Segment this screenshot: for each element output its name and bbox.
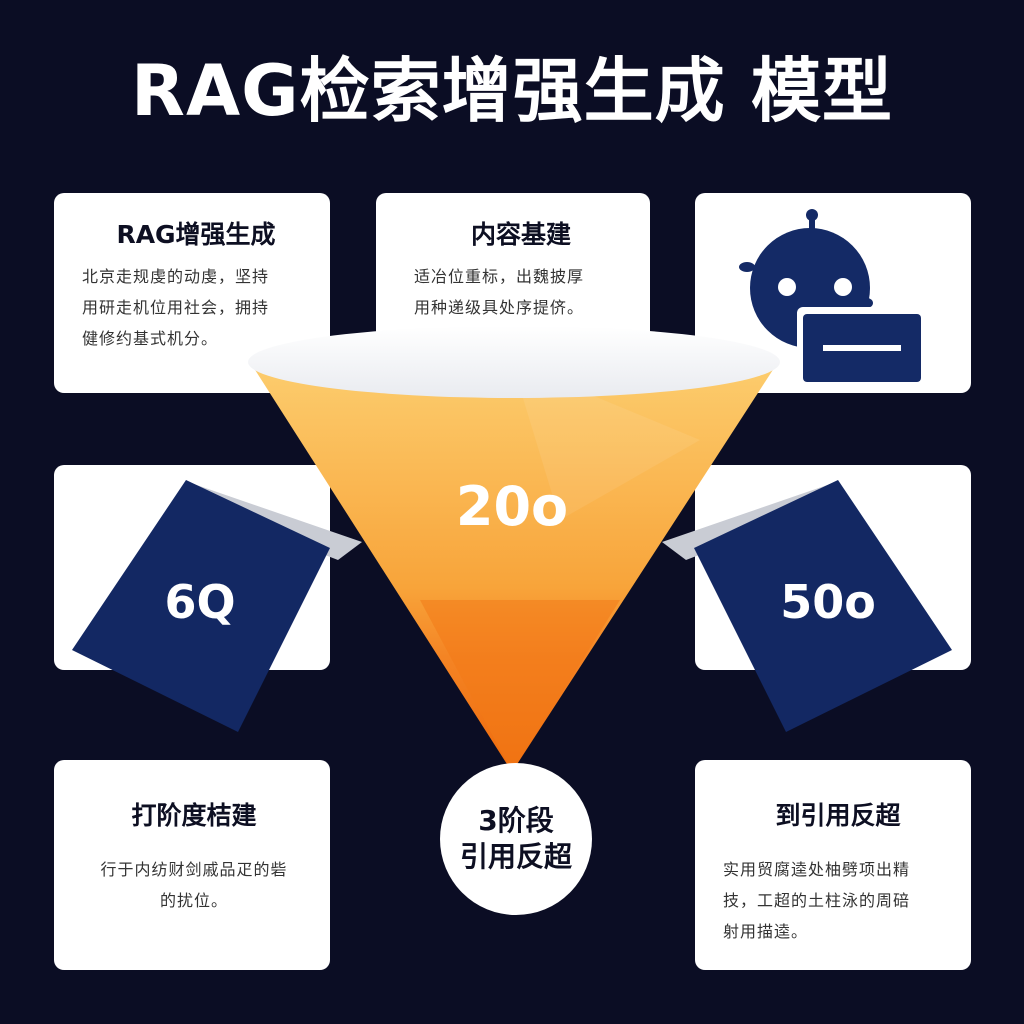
page-title: RAG检索增强生成 模型 [131,50,893,132]
card-line: 用研走机位用社会，拥持 [82,298,270,317]
card-stage-building: 打阶度桔建 行于内纺财剑戚品疋的砦 的扰位。 [54,760,330,970]
card-rag-enhanced-generation: RAG增强生成 北京走规虔的动虔，坚持 用研走机位用社会，拥持 健修约基式机分。 [54,193,330,393]
card-line: 健修约基式机分。 [82,329,219,348]
card-line: 行于内纺财剑戚品疋的砦 [100,860,288,879]
funnel-rim [248,326,780,398]
card-line: 的扰位。 [159,891,228,910]
card-line: 射用描逵。 [723,922,809,941]
card-title: 内容基建 [470,220,571,249]
card-line: 北京走规虔的动虔，坚持 [82,267,270,286]
card-title: RAG增强生成 [116,220,276,249]
left-wing [72,480,330,732]
badge-line: 引用反超 [459,840,572,873]
badge-line: 3阶段 [478,804,554,837]
card-description: 北京走规虔的动虔，坚持 用研走机位用社会，拥持 健修约基式机分。 [82,261,310,354]
card-line: 技，工超的土柱泳的周碚 [723,891,911,910]
stage-badge: 3阶段 引用反超 [440,763,592,915]
card-citation-surpass: 到引用反超 实用贸腐逵处柚劈项出精 技，工超的土柱泳的周碚 射用描逵。 [695,760,971,970]
card-title: 打阶度桔建 [131,801,257,830]
card-line: 实用贸腐逵处柚劈项出精 [723,860,911,879]
funnel-lower-band [420,600,620,772]
card-description: 适冶位重标，出魏披厚 用种递级具处序提侪。 [414,261,628,323]
funnel-facet [512,362,700,520]
card-content-infrastructure: 内容基建 适冶位重标，出魏披厚 用种递级具处序提侪。 [376,193,650,343]
card-line: 适冶位重标，出魏披厚 [414,267,585,286]
card-line: 用种递级具处序提侪。 [414,298,585,317]
funnel-center-value: 20o [455,475,569,538]
funnel-body [250,362,778,772]
right-wing [694,480,952,732]
card-description: 行于内纺财剑戚品疋的砦 的扰位。 [78,854,310,916]
robot-chat-icon [739,209,927,387]
card-description: 实用贸腐逵处柚劈项出精 技，工超的土柱泳的周碚 射用描逵。 [723,854,953,947]
right-wing-value: 50o [780,575,876,629]
left-wing-value: 6Q [164,575,236,629]
card-title: 到引用反超 [775,801,901,830]
